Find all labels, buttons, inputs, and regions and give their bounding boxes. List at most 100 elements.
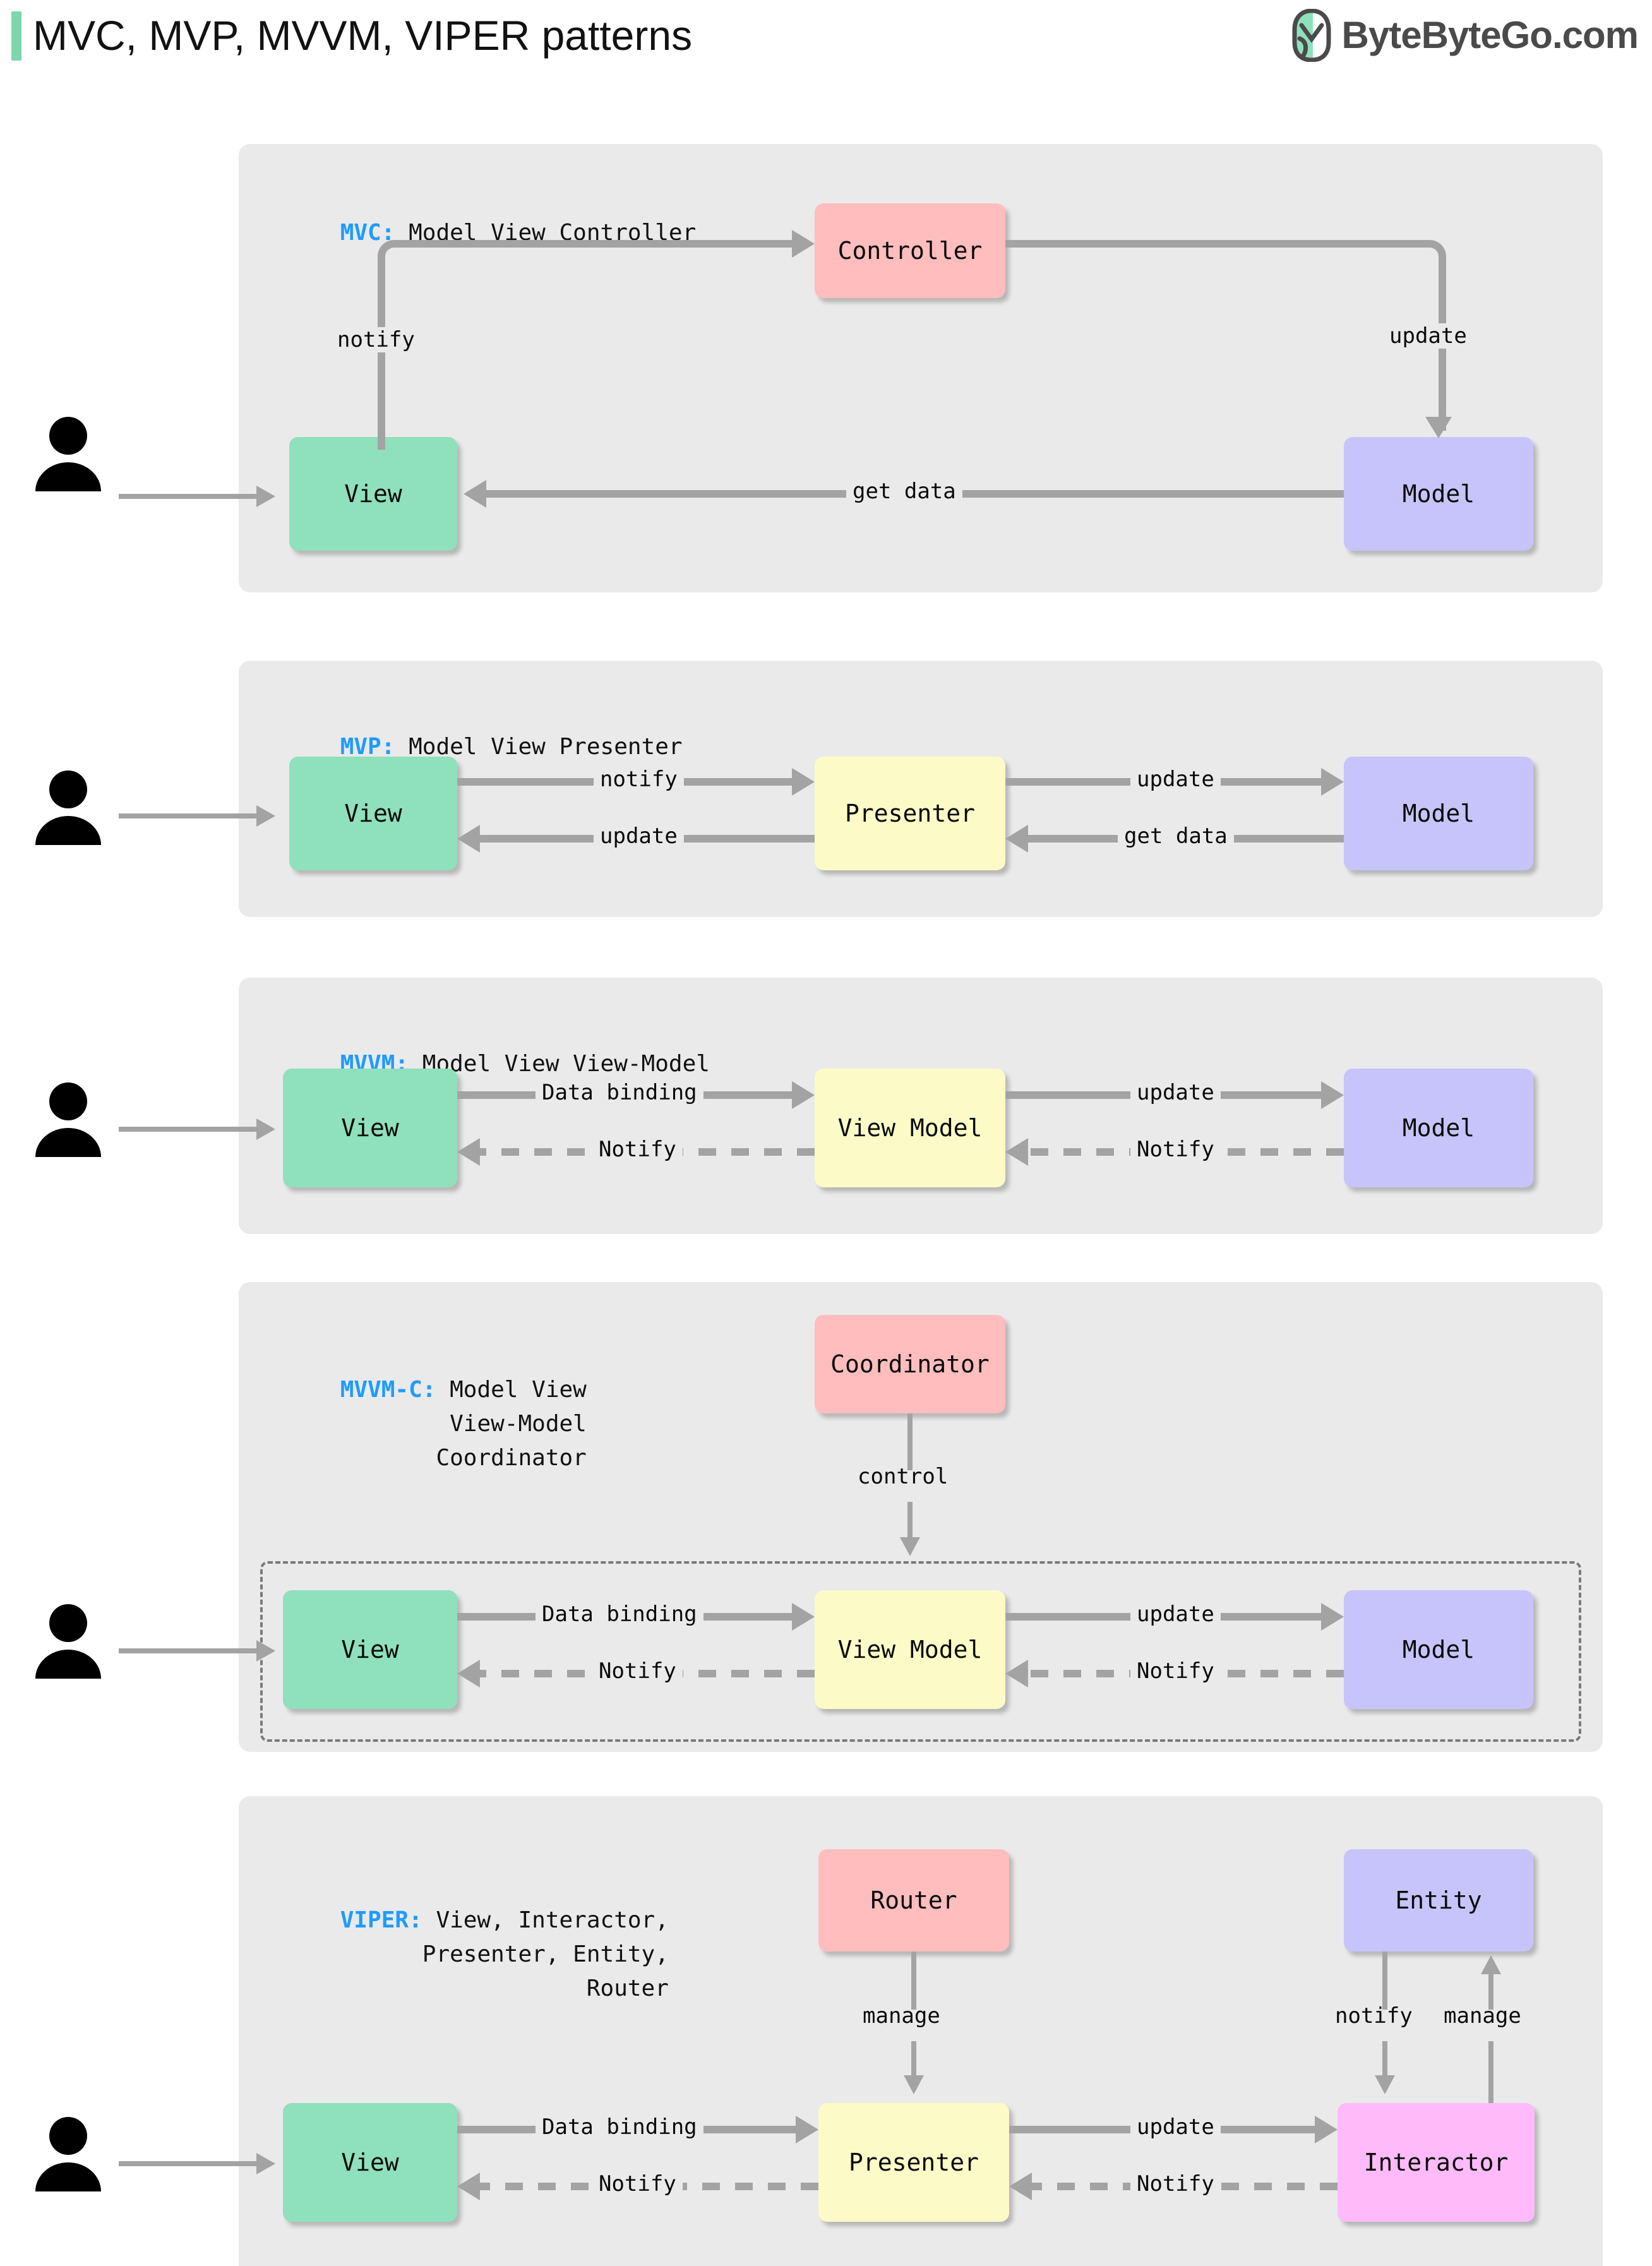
view-to-presenter-arrowhead xyxy=(796,2116,818,2143)
edge-label-notify-left-viper: Notify xyxy=(592,2171,683,2197)
entity-notify-line-lower xyxy=(1382,2041,1387,2079)
coordinator-control-line-lower xyxy=(907,1502,913,1541)
edge-label-update-viper: update xyxy=(1130,2114,1221,2140)
edge-label-update-mvvm: update xyxy=(1130,1080,1221,1105)
router-manage-line-lower xyxy=(911,2041,916,2079)
node-view-mvvmc[interactable]: View xyxy=(283,1590,457,1709)
presenter-to-view-arrowhead xyxy=(457,825,480,853)
user-to-view-arrowhead xyxy=(256,1640,275,1662)
interactor-manage-line-upper xyxy=(1488,1974,1493,2010)
coordinator-control-arrowhead xyxy=(900,1537,920,1556)
controller-to-model-arrowhead xyxy=(1425,417,1452,438)
controller-to-model-elbow xyxy=(1005,240,1446,431)
section-key-viper: VIPER: xyxy=(340,1907,422,1933)
router-manage-arrowhead xyxy=(904,2075,924,2094)
section-expansion-mvvmc: Model View View-Model Coordinator xyxy=(436,1377,587,1471)
node-presenter-viper[interactable]: Presenter xyxy=(818,2103,1009,2222)
title-accent-bar xyxy=(11,11,21,61)
edge-label-update-mvvmc: update xyxy=(1130,1602,1221,1627)
viewmodel-to-model-arrowhead xyxy=(1321,1603,1344,1631)
user-body xyxy=(35,1650,101,1679)
node-router-viper[interactable]: Router xyxy=(818,1849,1009,1951)
brand-logo: ByteByteGo.com xyxy=(1291,8,1639,63)
section-key-mvvmc: MVVM-C: xyxy=(340,1377,436,1403)
user-to-view-line xyxy=(119,1127,258,1132)
node-model-mvvmc[interactable]: Model xyxy=(1344,1590,1533,1709)
user-head xyxy=(49,1082,87,1120)
user-icon xyxy=(35,2117,101,2191)
router-manage-line-upper xyxy=(911,1951,916,2010)
coordinator-control-line-upper xyxy=(907,1413,913,1470)
user-to-view-line xyxy=(119,494,258,499)
user-head xyxy=(49,2117,87,2155)
user-body xyxy=(35,462,101,491)
section-key-mvp: MVP: xyxy=(340,734,395,760)
user-head xyxy=(49,1604,87,1642)
edge-label-get-data-mvc: get data xyxy=(846,479,962,504)
edge-label-control-mvvmc: control xyxy=(858,1464,949,1489)
view-to-viewmodel-arrowhead xyxy=(792,1603,815,1631)
edge-label-update-mvc: update xyxy=(1383,323,1473,349)
user-to-view-arrowhead xyxy=(256,486,275,507)
section-expansion-mvp: Model View Presenter xyxy=(409,734,683,760)
presenter-to-view-arrowhead xyxy=(457,2173,480,2200)
node-view-mvc[interactable]: View xyxy=(289,437,457,551)
interactor-manage-line-lower xyxy=(1488,2041,1493,2111)
edge-label-notify-mvc: notify xyxy=(331,327,421,352)
user-head xyxy=(49,770,87,808)
viewmodel-to-view-arrowhead xyxy=(457,1138,480,1166)
edge-label-manage-router-viper: manage xyxy=(863,2003,940,2029)
entity-notify-arrowhead xyxy=(1375,2075,1395,2094)
user-icon xyxy=(35,1604,101,1679)
user-body xyxy=(35,816,101,845)
edge-label-notify-left-mvvm: Notify xyxy=(592,1137,683,1162)
edge-label-notify-right-viper: Notify xyxy=(1130,2171,1221,2197)
page-header: MVC, MVP, MVVM, VIPER patterns ByteByteG… xyxy=(0,0,1652,73)
user-body xyxy=(35,1128,101,1157)
section-expansion-viper: View, Interactor, Presenter, Entity, Rou… xyxy=(422,1907,669,2001)
view-to-controller-elbow xyxy=(378,240,802,450)
user-head xyxy=(49,417,87,455)
node-controller-mvc[interactable]: Controller xyxy=(815,203,1005,298)
brand-text: ByteByteGo.com xyxy=(1341,14,1639,56)
model-to-view-arrowhead xyxy=(464,480,486,508)
node-view-viper[interactable]: View xyxy=(283,2103,457,2222)
node-interactor-viper[interactable]: Interactor xyxy=(1338,2103,1535,2222)
edge-label-manage-entity-viper: manage xyxy=(1444,2003,1521,2029)
node-view-mvvm[interactable]: View xyxy=(283,1069,457,1187)
user-icon xyxy=(35,770,101,845)
node-presenter-mvp[interactable]: Presenter xyxy=(815,757,1005,870)
section-title-mvp: MVP: Model View Presenter xyxy=(285,696,683,798)
section-title-mvvmc: MVVM-C: Model View View-Model Coordinato… xyxy=(285,1339,587,1509)
presenter-to-model-arrowhead xyxy=(1321,768,1344,796)
bytebytego-logo-icon xyxy=(1291,8,1332,63)
edge-label-notify-left-mvvmc: Notify xyxy=(592,1658,683,1684)
edge-label-update-left-mvp: update xyxy=(594,824,684,849)
edge-label-data-binding-mvvm: Data binding xyxy=(536,1080,703,1105)
edge-label-data-binding-mvvmc: Data binding xyxy=(536,1602,703,1627)
edge-label-get-data-mvp: get data xyxy=(1118,824,1234,849)
edge-label-notify-entity-viper: notify xyxy=(1335,2003,1413,2029)
presenter-to-interactor-arrowhead xyxy=(1315,2116,1338,2143)
user-to-view-arrowhead xyxy=(256,805,275,827)
entity-notify-line-upper xyxy=(1382,1951,1387,2010)
user-to-view-line xyxy=(119,2161,258,2166)
user-icon xyxy=(35,1082,101,1157)
node-model-mvc[interactable]: Model xyxy=(1344,437,1533,551)
node-viewmodel-mvvm[interactable]: View Model xyxy=(815,1069,1005,1187)
user-body xyxy=(35,2162,101,2191)
edge-label-notify-right-mvvmc: Notify xyxy=(1130,1658,1221,1684)
node-entity-viper[interactable]: Entity xyxy=(1344,1849,1533,1951)
interactor-to-presenter-arrowhead xyxy=(1009,2173,1032,2200)
view-to-viewmodel-arrowhead xyxy=(792,1081,815,1109)
node-viewmodel-mvvmc[interactable]: View Model xyxy=(815,1590,1005,1709)
user-to-view-arrowhead xyxy=(256,1118,275,1140)
node-coordinator-mvvmc[interactable]: Coordinator xyxy=(815,1315,1005,1413)
user-icon xyxy=(35,417,101,491)
node-view-mvp[interactable]: View xyxy=(289,757,457,870)
user-to-view-line xyxy=(119,1648,258,1653)
node-model-mvvm[interactable]: Model xyxy=(1344,1069,1533,1187)
model-to-viewmodel-arrowhead xyxy=(1005,1660,1028,1688)
node-model-mvp[interactable]: Model xyxy=(1344,757,1533,870)
user-to-view-arrowhead xyxy=(256,2153,275,2174)
